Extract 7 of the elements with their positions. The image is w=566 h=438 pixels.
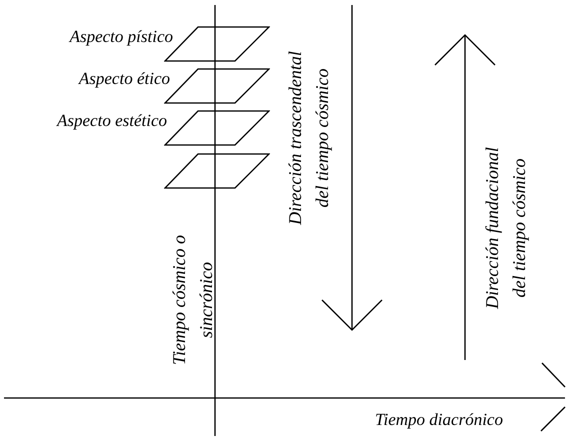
axis-label: Tiempo cósmico o sincrónico [168,234,217,367]
aspect-label: Aspecto pístico [70,27,173,47]
aspect-label: Aspecto ético [78,69,170,89]
aspect-label: Aspecto estético [57,111,167,131]
axis-label: Tiempo diacrónico [375,410,503,430]
direction-label: Dirección fundacional del tiempo cósmico [481,146,530,311]
direction-label: Dirección trascendental del tiempo cósmico [284,50,333,227]
